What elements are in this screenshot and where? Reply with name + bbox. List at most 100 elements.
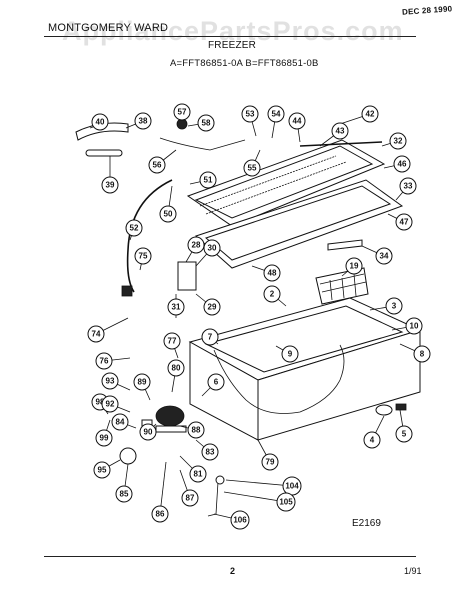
callout-circle <box>181 489 199 507</box>
callout-label: 38 <box>139 117 148 126</box>
callout-label: 55 <box>248 164 257 173</box>
callout-label: 40 <box>96 118 105 127</box>
callout-circle <box>399 177 417 195</box>
callout-label: 9 <box>288 350 293 359</box>
callout-label: 51 <box>204 176 213 185</box>
callout-circle <box>167 359 185 377</box>
callout-circle <box>385 297 403 315</box>
footer-rule <box>44 556 416 557</box>
callout-circle <box>201 328 219 346</box>
callout-label: 30 <box>208 244 217 253</box>
callout-label: 79 <box>266 458 275 467</box>
callout-circle <box>241 105 259 123</box>
callout-circle <box>207 373 225 391</box>
lid-liner-part <box>194 145 374 219</box>
callout-circle <box>139 423 157 441</box>
callout-label: 54 <box>272 110 281 119</box>
callout-circle <box>115 485 133 503</box>
callout-circle <box>345 257 363 275</box>
callout-label: 2 <box>270 290 275 299</box>
callout-circle <box>363 431 381 449</box>
callout-circle <box>261 453 279 471</box>
callout-label: 6 <box>214 378 219 387</box>
callout-label: 98 <box>96 398 105 407</box>
callout-circle <box>187 421 205 439</box>
callout-circle <box>159 205 177 223</box>
callout-circle <box>267 105 285 123</box>
callout-circle <box>389 132 407 150</box>
callout-label: 33 <box>404 182 413 191</box>
callout-label: 3 <box>392 302 397 311</box>
fan-part <box>119 447 137 465</box>
callout-circle <box>189 465 207 483</box>
date-code: 1/91 <box>404 566 422 576</box>
callout-label: 77 <box>168 337 177 346</box>
callout-circle <box>95 429 113 447</box>
diagram-code: E2169 <box>352 518 381 529</box>
callout-label: 99 <box>100 434 109 443</box>
section-title: FREEZER <box>208 40 257 51</box>
callout-label: 10 <box>410 322 419 331</box>
callout-label: 5 <box>402 430 407 439</box>
header-rule <box>44 36 416 37</box>
callout-label: 85 <box>120 490 129 499</box>
brand-name: MONTGOMERY WARD <box>48 22 169 34</box>
callout-circle <box>134 247 152 265</box>
callout-label: 53 <box>246 110 255 119</box>
callout-label: 74 <box>92 330 101 339</box>
callout-label: 48 <box>268 269 277 278</box>
callout-label: 50 <box>164 210 173 219</box>
callout-label: 47 <box>400 218 409 227</box>
callout-label: 32 <box>394 137 403 146</box>
callout-label: 8 <box>420 350 425 359</box>
callout-label: 43 <box>336 127 345 136</box>
callout-circle <box>413 345 431 363</box>
rail-part <box>327 239 363 251</box>
callout-circle <box>361 105 379 123</box>
callout-label: 86 <box>156 510 165 519</box>
callout-label: 106 <box>233 516 247 525</box>
callout-circle <box>281 345 299 363</box>
callout-circle <box>167 298 185 316</box>
callout-label: 34 <box>380 252 389 261</box>
cabinet-opening-part <box>204 305 404 373</box>
gasket-inner-part <box>204 185 392 261</box>
callout-circle <box>331 122 349 140</box>
callout-label: 46 <box>398 160 407 169</box>
thermostat-part <box>177 261 197 291</box>
condenser-coil-part <box>213 344 345 414</box>
callout-circle <box>375 247 393 265</box>
callout-circle <box>263 285 281 303</box>
callout-label: 87 <box>186 494 195 503</box>
callout-label: 39 <box>106 181 115 190</box>
callout-label: 42 <box>366 110 375 119</box>
callout-label: 19 <box>350 262 359 271</box>
callout-circle <box>151 505 169 523</box>
callout-label: 81 <box>194 470 203 479</box>
handle-cover-part <box>85 149 123 157</box>
callout-label: 7 <box>208 333 213 342</box>
callout-label: 90 <box>144 428 153 437</box>
callout-circle <box>101 176 119 194</box>
callout-label: 52 <box>130 224 139 233</box>
callout-label: 93 <box>106 377 115 386</box>
callout-circle <box>101 372 119 390</box>
callout-circle <box>134 112 152 130</box>
callout-label: 92 <box>106 400 115 409</box>
callout-label: 44 <box>293 117 302 126</box>
callout-circle <box>163 332 181 350</box>
callout-circle <box>95 352 113 370</box>
callout-label: 89 <box>138 378 147 387</box>
callout-circle <box>187 236 205 254</box>
callout-circle <box>203 239 221 257</box>
callout-label: 76 <box>100 357 109 366</box>
callout-circle <box>173 103 191 121</box>
callout-label: 88 <box>192 426 201 435</box>
callout-circle <box>393 155 411 173</box>
callout-circle <box>201 443 219 461</box>
callout-label: 75 <box>139 252 148 261</box>
callout-label: 4 <box>370 436 375 445</box>
callout-circle <box>148 156 166 174</box>
callout-label: 80 <box>172 364 181 373</box>
